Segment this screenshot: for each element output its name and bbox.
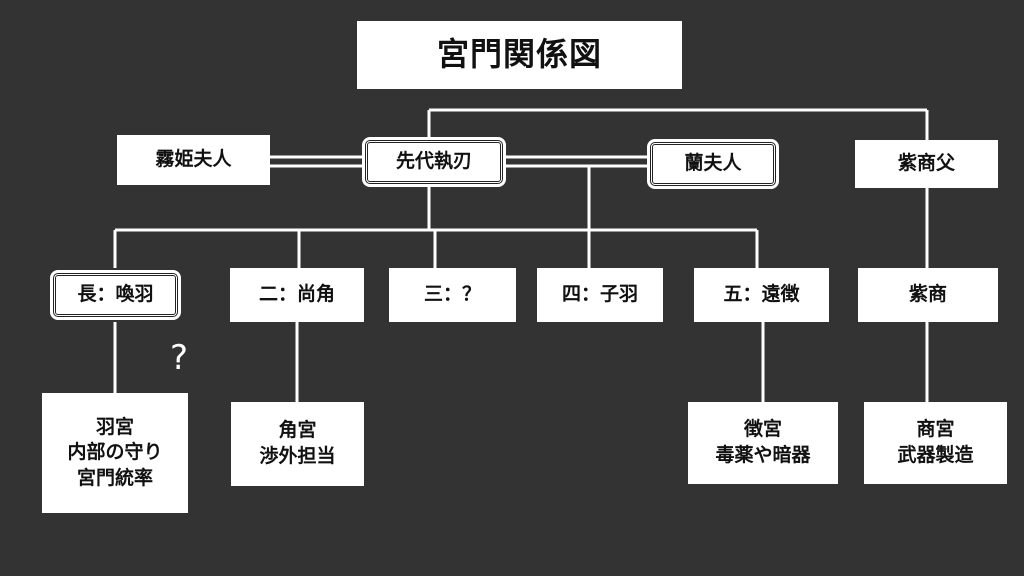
node-first-kanu: 長：喚羽: [53, 273, 178, 317]
node-fourth-shiu: 四：子羽: [537, 268, 663, 322]
node-senshitsujin: 先代執刃: [365, 140, 503, 184]
role-chokyu-line-1: 徴宮: [743, 418, 782, 441]
page-title: 宮門関係図: [357, 21, 682, 89]
role-shokyu-line-2: 武器製造: [897, 444, 974, 466]
node-shisho: 紫商: [858, 268, 998, 322]
role-ukyu: 羽宮 内部の守り 宮門統率: [42, 393, 188, 513]
role-shokyu: 商宮 武器製造: [864, 402, 1007, 484]
role-kakukyu-line-2: 渉外担当: [259, 445, 336, 467]
role-kakukyu-line-1: 角宮: [278, 419, 317, 442]
role-ukyu-line-2: 内部の守り: [67, 441, 163, 464]
node-fifth-enchi: 五：遠徴: [694, 268, 829, 322]
role-kakukyu: 角宮 渉外担当: [231, 402, 364, 486]
question-mark-annotation: ?: [170, 338, 189, 378]
role-shokyu-line-1: 商宮: [916, 418, 955, 441]
node-shisho-father: 紫商父: [855, 140, 998, 188]
role-ukyu-line-3: 宮門統率: [76, 466, 153, 489]
role-chokyu-line-2: 毒薬や暗器: [715, 444, 811, 466]
node-third-unknown: 三：？: [389, 268, 516, 322]
role-chokyu: 徴宮 毒薬や暗器: [688, 402, 838, 484]
node-wuji-fujin: 霧姫夫人: [117, 135, 270, 185]
node-ran-fujin: 蘭夫人: [650, 142, 776, 186]
node-second-shokaku: 二：尚角: [230, 268, 364, 322]
role-ukyu-line-1: 羽宮: [95, 415, 134, 438]
